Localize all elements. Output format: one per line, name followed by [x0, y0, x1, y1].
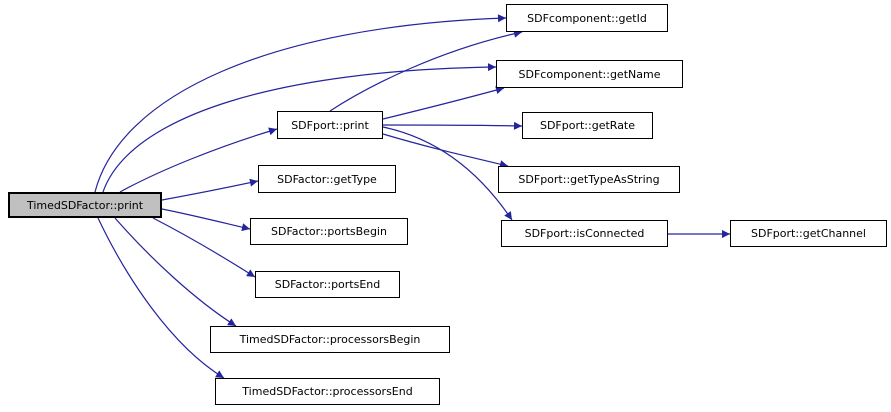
- edge-timedsdfactor-print-to-sdfcomponent-getid: [94, 14, 507, 193]
- node-sdfport-getrate[interactable]: SDFport::getRate: [522, 112, 653, 139]
- node-sdfport-isconnected[interactable]: SDFport::isConnected: [501, 220, 668, 247]
- edge-timedsdfactor-print-to-timedsdfactor-processorsbegin: [114, 217, 237, 327]
- edge-timedsdfactor-print-to-sdfactor-gettype: [161, 178, 259, 201]
- edge-sdfport-print-to-sdfport-isconnected: [382, 126, 513, 221]
- edge-timedsdfactor-print-to-sdfactor-portsbegin: [161, 208, 251, 232]
- node-timedsdfactor-processorsend[interactable]: TimedSDFactor::processorsEnd: [215, 378, 440, 405]
- edge-sdfport-print-to-sdfport-getrate: [382, 121, 523, 130]
- edge-timedsdfactor-print-to-timedsdfactor-processorsend: [97, 217, 225, 379]
- node-timedsdfactor-print: TimedSDFactor::print: [8, 192, 162, 218]
- node-sdfcomponent-getname[interactable]: SDFcomponent::getName: [496, 60, 683, 88]
- node-sdfactor-gettype[interactable]: SDFactor::getType: [258, 165, 396, 193]
- edge-timedsdfactor-print-to-sdfcomponent-getname: [102, 63, 497, 193]
- node-sdfactor-portsbegin[interactable]: SDFactor::portsBegin: [250, 218, 408, 245]
- edge-timedsdfactor-print-to-sdfport-print: [119, 127, 278, 193]
- node-sdfport-getchannel[interactable]: SDFport::getChannel: [730, 220, 887, 247]
- edge-timedsdfactor-print-to-sdfactor-portsend: [152, 217, 256, 278]
- node-sdfport-gettypeasstring[interactable]: SDFport::getTypeAsString: [498, 166, 680, 193]
- node-sdfactor-portsend[interactable]: SDFactor::portsEnd: [255, 271, 400, 298]
- node-sdfport-print[interactable]: SDFport::print: [277, 111, 383, 139]
- node-timedsdfactor-processorsbegin[interactable]: TimedSDFactor::processorsBegin: [210, 326, 450, 353]
- edge-sdfport-print-to-sdfcomponent-getid: [329, 29, 523, 112]
- edge-sdfport-print-to-sdfcomponent-getname: [382, 86, 505, 120]
- edge-sdfport-print-to-sdfport-gettypeasstring: [382, 133, 509, 169]
- node-sdfcomponent-getid[interactable]: SDFcomponent::getId: [506, 4, 668, 32]
